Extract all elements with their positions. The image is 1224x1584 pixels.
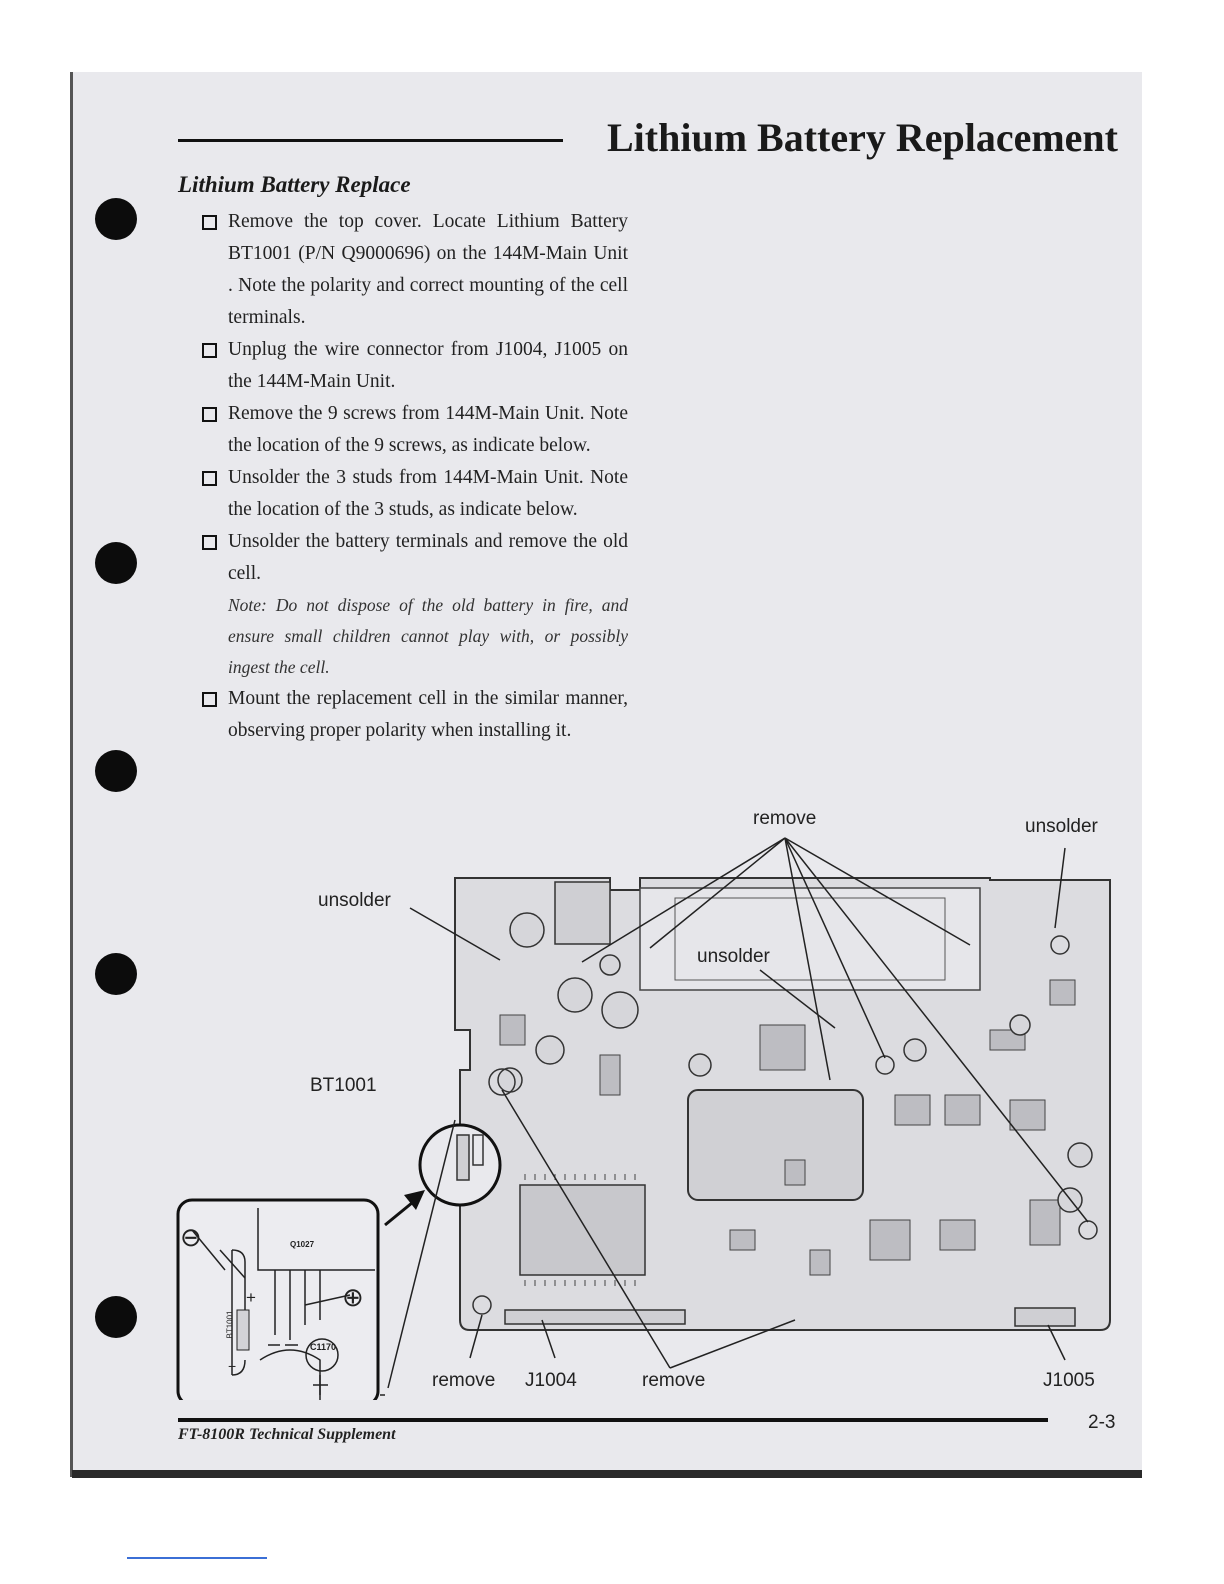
binder-hole	[95, 953, 137, 995]
label-remove-top: remove	[753, 808, 817, 829]
binder-hole	[95, 542, 137, 584]
pcb-diagram: remove unsolder unsolder unsolder BT1001…	[170, 800, 1130, 1407]
shield-can	[687, 1089, 864, 1201]
ic-chip	[519, 1184, 646, 1276]
checkbox-icon	[202, 407, 217, 422]
checkbox-icon	[202, 535, 217, 550]
step-text: Unsolder the 3 studs from 144M-Main Unit…	[228, 467, 628, 520]
safety-note: Note: Do not dispose of the old battery …	[228, 595, 628, 677]
step-list: Remove the top cover. Locate Lithium Bat…	[200, 206, 628, 747]
section-subtitle: Lithium Battery Replace	[178, 172, 411, 197]
inset-minus-sign: −	[228, 1358, 237, 1374]
minus-terminal-icon: ⊖	[180, 1222, 202, 1252]
smd-components	[499, 979, 1076, 1276]
label-unsolder-mid: unsolder	[697, 946, 770, 967]
step-text: Remove the 9 screws from 144M-Main Unit.…	[228, 403, 628, 456]
connector-j1005	[1014, 1307, 1076, 1327]
scan-mark	[127, 1557, 267, 1559]
inset-drawing	[191, 1208, 375, 1400]
binder-hole	[95, 198, 137, 240]
label-remove-bottom-mid: remove	[642, 1370, 706, 1391]
inset-label-c1170: C1170	[310, 1342, 337, 1352]
step-item: Unsolder the 3 studs from 144M-Main Unit…	[200, 462, 628, 526]
arrow-head-icon	[404, 1190, 425, 1210]
leader-lines	[380, 837, 1089, 1396]
transformer	[554, 881, 611, 945]
pcb-drawing	[176, 837, 1111, 1407]
step-item: Unplug the wire connector from J1004, J1…	[200, 334, 628, 398]
footer-title: FT-8100R Technical Supplement	[178, 1426, 396, 1443]
binder-hole	[95, 1296, 137, 1338]
label-unsolder-right: unsolder	[1025, 816, 1098, 837]
page-bottom-edge	[72, 1470, 1142, 1478]
rf-module-inner	[674, 897, 946, 981]
label-unsolder-left: unsolder	[318, 890, 391, 911]
connector-j1004	[504, 1309, 686, 1325]
page-left-edge	[70, 72, 73, 1477]
inset-label-bt1001: BT1001	[225, 1310, 235, 1339]
step-item: Unsolder the battery terminals and remov…	[200, 526, 628, 683]
checkbox-icon	[202, 692, 217, 707]
plus-terminal-icon: ⊕	[342, 1282, 364, 1312]
step-item: Remove the top cover. Locate Lithium Bat…	[200, 206, 628, 334]
inset-battery	[236, 1309, 250, 1351]
battery-terminal	[472, 1134, 484, 1166]
ic-pins	[524, 1280, 636, 1286]
step-text: Unsolder the battery terminals and remov…	[228, 531, 628, 584]
step-item: Remove the 9 screws from 144M-Main Unit.…	[200, 398, 628, 462]
page-number: 2-3	[1088, 1412, 1116, 1433]
checkbox-icon	[202, 343, 217, 358]
checkbox-icon	[202, 215, 217, 230]
step-text: Remove the top cover. Locate Lithium Bat…	[228, 211, 628, 328]
footer-rule	[178, 1418, 1048, 1422]
ic-pins	[524, 1174, 636, 1180]
inset-plus-sign: +	[246, 1288, 256, 1307]
inset-label-q1027: Q1027	[290, 1240, 315, 1249]
label-remove-bottom-left: remove	[432, 1370, 496, 1391]
page-title: Lithium Battery Replacement	[606, 115, 1118, 160]
capacitors	[497, 912, 1093, 1213]
binder-hole	[95, 750, 137, 792]
label-j1004: J1004	[525, 1370, 577, 1391]
label-bt1001: BT1001	[310, 1075, 377, 1096]
battery-cell	[456, 1134, 470, 1181]
step-text: Unplug the wire connector from J1004, J1…	[228, 339, 628, 392]
step-text: Mount the replacement cell in the simila…	[228, 688, 628, 741]
label-j1005: J1005	[1043, 1370, 1095, 1391]
title-rule	[178, 139, 563, 142]
screw-holes	[472, 935, 1098, 1315]
step-item: Mount the replacement cell in the simila…	[200, 683, 628, 747]
checkbox-icon	[202, 471, 217, 486]
